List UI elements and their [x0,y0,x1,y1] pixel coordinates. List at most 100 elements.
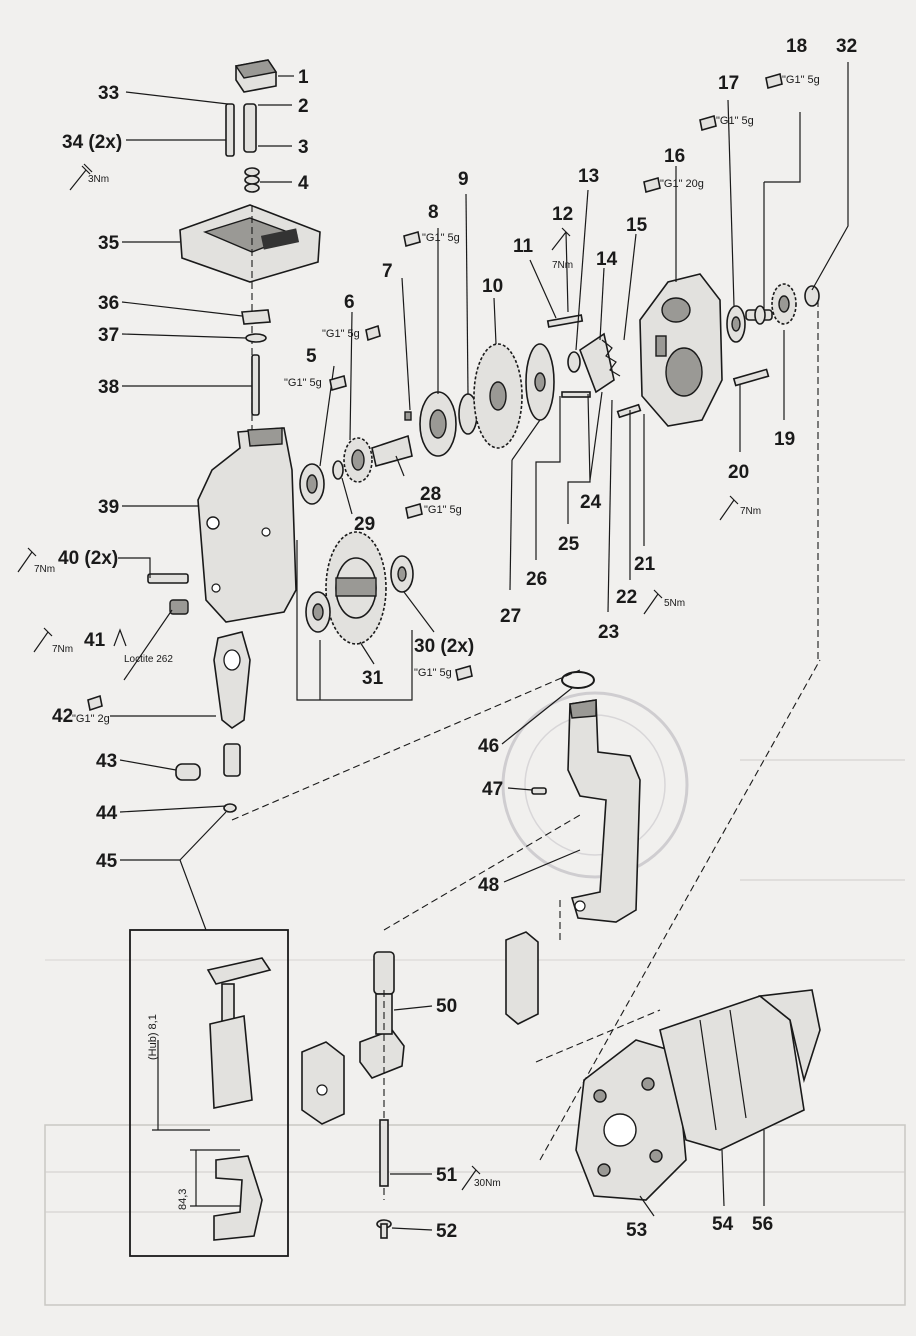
torque-22: 5Nm [664,598,685,609]
callout-18: 18 [786,36,807,57]
callout-50: 50 [436,996,457,1017]
grease-icon-18 [765,72,783,90]
callout-28: 28 [420,484,441,505]
ghost-stamp [501,691,689,879]
callout-15: 15 [626,215,648,236]
callout-3: 3 [298,137,309,158]
torque-20: 7Nm [740,506,761,517]
callout-6: 6 [344,292,355,313]
callout-4: 4 [298,173,309,194]
callout-30: 30 (2x) [414,636,474,657]
callout-46: 46 [478,736,499,757]
part-14-spring [601,339,621,377]
wrench-icon-40 [17,547,37,573]
torque-40: 7Nm [34,564,55,575]
callout-38: 38 [98,377,119,398]
grease-42: "G1" 2g [72,713,110,725]
part-40-screw [147,573,189,584]
part-52-screw [376,1219,392,1239]
callout-27: 27 [500,606,521,627]
part-29-ring [332,460,344,480]
part-block-small [505,931,539,1025]
leader-lines [110,62,849,1231]
callout-53: 53 [626,1220,647,1241]
part-4-spring [244,167,260,193]
grease-icon-16 [643,176,661,194]
callout-35: 35 [98,233,120,254]
callout-29: 29 [354,514,375,535]
part-48-shear-head [567,699,641,923]
part-45-washer [223,803,237,813]
grease-icon-5 [329,374,347,392]
callout-12: 12 [552,204,573,225]
callout-33: 33 [98,83,119,104]
inset-dim-label: 84,3 [177,1189,189,1210]
callout-20: 20 [728,462,749,483]
callout-26: 26 [526,569,547,590]
bracket-30-31 [296,540,413,701]
part-53-motor-flange [575,1039,687,1201]
callout-8: 8 [428,202,439,223]
wrench-icon-34 [69,163,93,191]
part-50-bolt-assembly [359,951,405,1079]
callout-numbers: 1 2 3 4 5 6 7 8 9 10 11 12 13 14 15 16 1… [52,36,857,1242]
loctite-41: Loctite 262 [124,654,173,665]
grease-16: "G1" 20g [660,178,704,190]
axis-line-diagonal-2 [383,814,581,931]
callout-36: 36 [98,293,119,314]
axis-line-motor-2 [535,1009,661,1063]
grease-28: "G1" 5g [424,504,462,516]
part-1-cap [234,59,278,93]
axis-line-diagonal [231,669,581,821]
part-39-housing [197,427,297,623]
torque-41: 7Nm [52,644,73,655]
part-5-bearing [299,463,325,505]
callout-24: 24 [580,492,602,513]
wrench-icon-22 [643,589,663,615]
part-7-key [404,411,412,421]
annotations: 3Nm "G1" 5g "G1" 5g "G1" 5g 7Nm "G1" 20g… [34,74,820,1189]
callout-22: 22 [616,587,637,608]
part-8-bearing [419,391,457,457]
callout-9: 9 [458,169,469,190]
callout-41: 41 [84,630,106,651]
part-19-gear [771,283,797,325]
axis-line-motor [539,659,821,1161]
callout-31: 31 [362,668,384,689]
part-31-gear-assembly [325,531,387,645]
callout-21: 21 [634,554,656,575]
callout-17: 17 [718,73,739,94]
inset-hub-label: (Hub) 8,1 [147,1014,159,1060]
part-43-pin [175,763,201,781]
part-24-lever [579,332,615,394]
callout-1: 1 [298,67,309,88]
part-32-plug [804,285,820,307]
part-clamp-block [301,1041,345,1125]
callout-48: 48 [478,875,499,896]
grease-8: "G1" 5g [422,232,460,244]
grease-icon-28 [405,502,423,520]
callout-47: 47 [482,779,503,800]
grease-icon-6 [365,324,381,342]
part-36-plate [241,309,271,325]
callout-39: 39 [98,497,119,518]
callout-16: 16 [664,146,685,167]
wrench-icon-20 [719,495,739,521]
callout-32: 32 [836,36,857,57]
part-2-sleeve [243,103,257,153]
torque-12: 7Nm [552,260,573,271]
callout-2: 2 [298,96,309,117]
callout-45: 45 [96,851,118,872]
part-42-crank-arm [213,631,251,729]
callout-56: 56 [752,1214,773,1235]
part-25-pin [561,391,591,398]
grease-icon-42 [87,694,103,712]
part-17-bearing [726,305,746,343]
part-27-disc [525,343,555,421]
callout-7: 7 [382,261,393,282]
part-56-motor-tail [758,989,821,1084]
callout-37: 37 [98,325,119,346]
callout-42: 42 [52,706,73,727]
part-35-handle-plate [179,204,321,283]
